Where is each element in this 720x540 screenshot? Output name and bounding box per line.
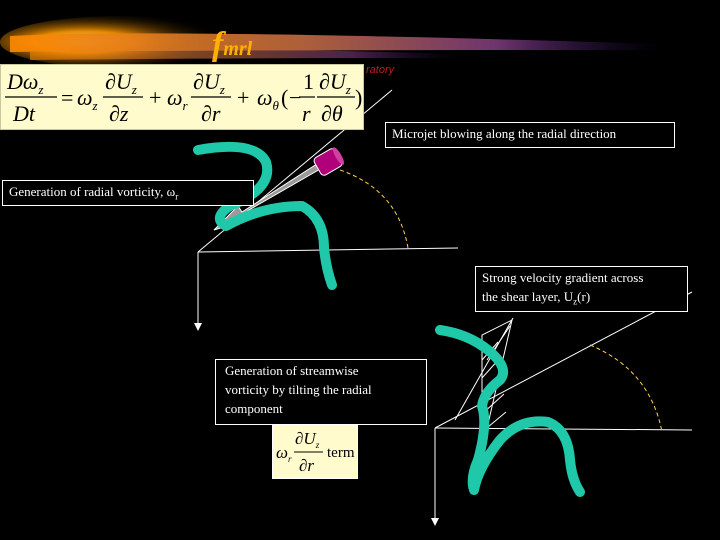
svg-text:∂z: ∂z (109, 101, 129, 126)
velocity-gradient-label: Strong velocity gradient across the shea… (475, 266, 688, 312)
svg-text:+: + (237, 85, 249, 110)
streamwise-vorticity-label: Generation of streamwise vorticity by ti… (215, 359, 427, 425)
svg-text:ωr: ωr (167, 85, 189, 113)
svg-text:−: − (289, 85, 301, 110)
microjet-label: Microjet blowing along the radial direct… (385, 122, 675, 148)
svg-text:ωr: ωr (276, 443, 292, 464)
lower-vortex-tube (435, 325, 585, 497)
logo-glow (0, 16, 660, 68)
eq-lhs-num: Dω (6, 69, 38, 94)
logo-letter: f (212, 26, 224, 63)
svg-text:∂θ: ∂θ (321, 101, 343, 126)
vorticity-equation: Dωz Dt = ωz ∂Uz ∂z + ωr ∂Uz ∂r + ωθ ( − … (0, 64, 364, 130)
tilting-term: ωr ∂Uz ∂r term (272, 424, 358, 479)
logo-subscript: mrl (223, 38, 253, 60)
upper-dashed-arc (339, 169, 409, 249)
svg-text:+: + (149, 85, 161, 110)
svg-text:=: = (61, 85, 73, 110)
logo-tagline: ratory (366, 64, 395, 76)
lower-dashed-arc (589, 344, 663, 433)
svg-text:∂r: ∂r (299, 456, 314, 475)
svg-text:r: r (302, 101, 311, 126)
microjet (213, 147, 345, 231)
logo: fmrl (212, 26, 252, 64)
upper-vortex-tube (193, 141, 337, 290)
svg-text:∂Uz: ∂Uz (319, 69, 351, 97)
svg-text:ωz: ωz (77, 85, 98, 113)
eq-lhs-den: Dt (12, 101, 36, 126)
svg-text:Dωz: Dωz (6, 69, 43, 97)
svg-text:): ) (355, 85, 362, 110)
svg-text:∂r: ∂r (201, 101, 221, 126)
svg-text:term: term (327, 445, 355, 461)
svg-text:∂Uz: ∂Uz (295, 429, 320, 450)
svg-text:(: ( (281, 85, 288, 110)
svg-text:ωθ: ωθ (257, 85, 280, 113)
jet-nozzle-icon (313, 147, 345, 176)
svg-text:1: 1 (303, 69, 314, 94)
svg-text:∂Uz: ∂Uz (105, 69, 137, 97)
radial-vorticity-label: Generation of radial vorticity, ωr (2, 180, 254, 206)
svg-text:∂Uz: ∂Uz (193, 69, 225, 97)
